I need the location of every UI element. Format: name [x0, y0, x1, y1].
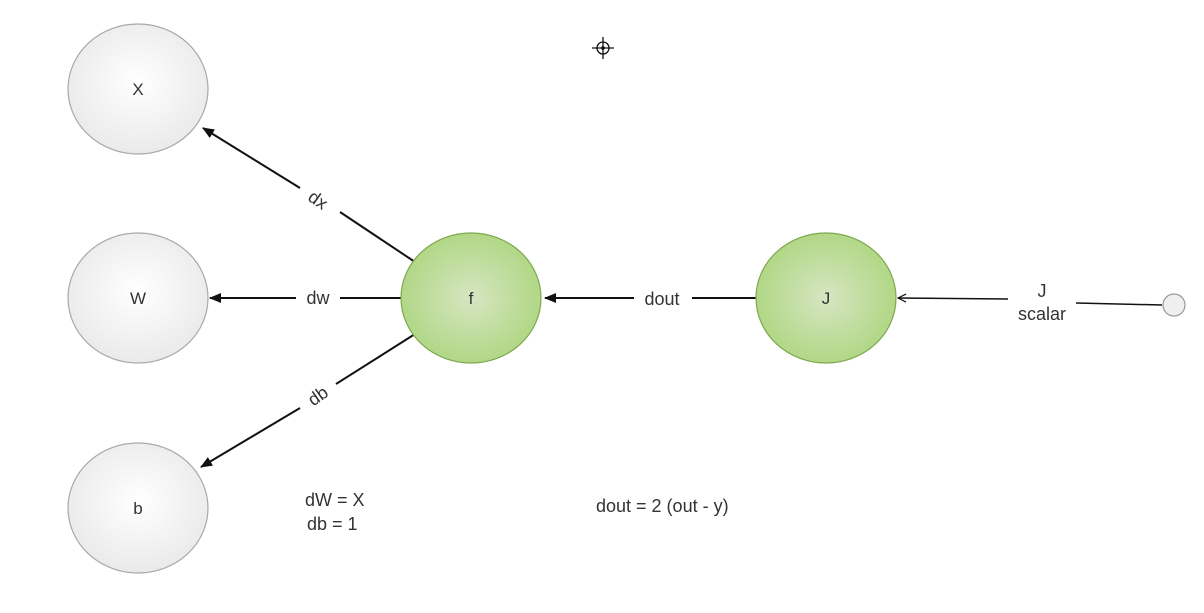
node-x[interactable]: X: [67, 23, 209, 155]
node-label-b: b: [133, 499, 142, 518]
node-w[interactable]: W: [67, 232, 209, 364]
edge-label-scalar: scalar: [1018, 304, 1066, 324]
node-f[interactable]: f: [400, 232, 542, 364]
node-b[interactable]: b: [67, 442, 209, 574]
note-dout-equation: dout = 2 (out - y): [596, 496, 729, 516]
edge-db: db: [200, 333, 416, 468]
edge-label-dx: dx: [304, 186, 331, 213]
crosshair-icon: [592, 37, 614, 59]
node-label-x: X: [132, 80, 143, 99]
node-j[interactable]: J: [755, 232, 897, 364]
edge-label-db: db: [304, 382, 332, 410]
edge-label-j: J: [1038, 281, 1047, 301]
source-terminal-icon[interactable]: [1162, 293, 1186, 317]
note-db-equation: db = 1: [307, 514, 358, 534]
node-label-f: f: [469, 289, 474, 308]
edge-dout: dout: [544, 289, 756, 309]
node-label-w: W: [130, 289, 146, 308]
note-dw-equation: dW = X: [305, 490, 365, 510]
node-label-j: J: [822, 289, 831, 308]
edge-label-dout: dout: [644, 289, 679, 309]
edge-dw: dw: [209, 288, 402, 308]
edge-label-dw: dw: [306, 288, 330, 308]
edge-j-input: J scalar: [898, 281, 1163, 324]
edge-dx: dx: [202, 127, 416, 263]
